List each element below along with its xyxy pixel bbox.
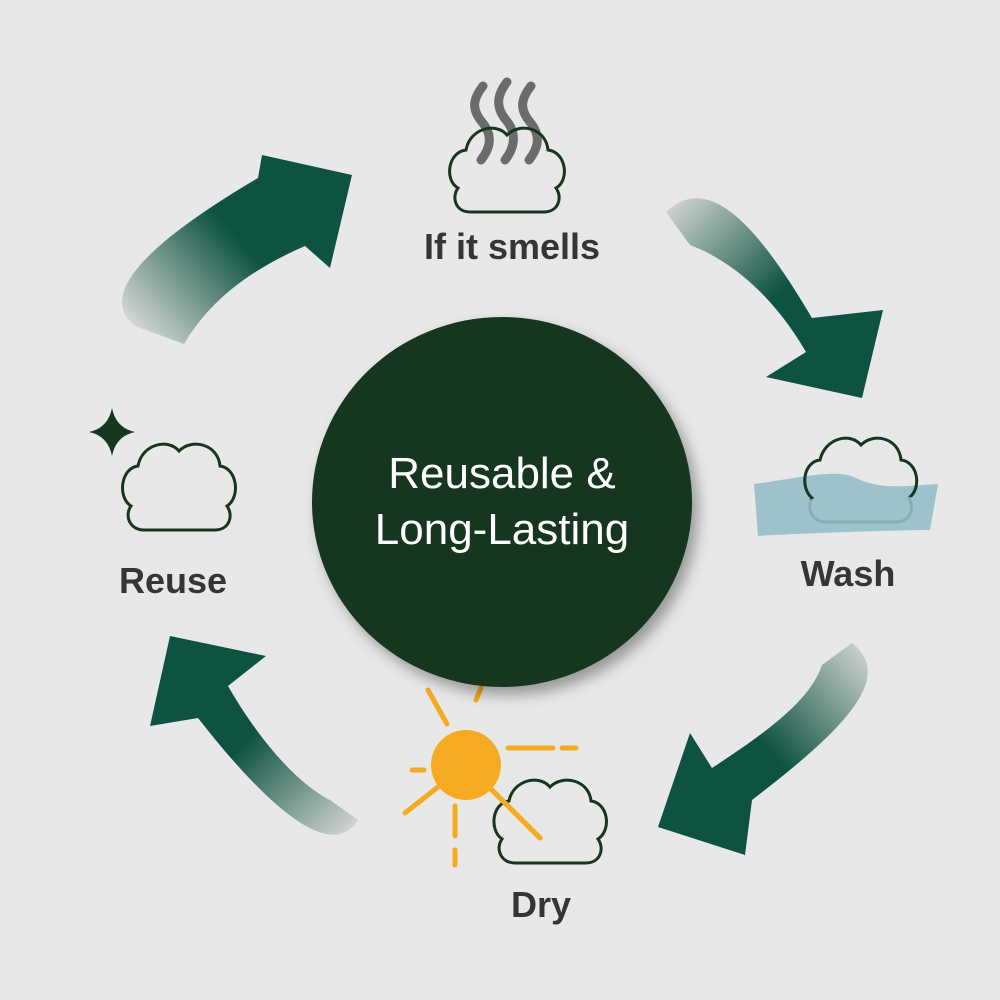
arrow-dry-to-reuse-icon xyxy=(150,636,358,835)
puff-in-water-icon xyxy=(754,436,938,536)
arrow-wash-to-dry-icon xyxy=(658,643,868,855)
arrow-reuse-to-smells-icon xyxy=(122,155,352,344)
center-circle: Reusable & Long-Lasting xyxy=(312,317,692,687)
step-label-reuse: Reuse xyxy=(118,560,228,601)
step-label-wash: Wash xyxy=(800,553,896,594)
step-label-if-it-smells: If it smells xyxy=(423,226,601,267)
sun-and-puff-icon xyxy=(402,685,608,868)
arrow-smells-to-wash-icon xyxy=(666,198,883,398)
center-title-line-1: Reusable & xyxy=(388,448,616,498)
step-label-dry: Dry xyxy=(510,884,572,925)
center-title: Reusable & Long-Lasting xyxy=(337,446,667,559)
steaming-puff-icon xyxy=(448,77,566,214)
sparkle-puff-icon xyxy=(89,408,237,532)
center-title-line-2: Long-Lasting xyxy=(374,505,630,554)
